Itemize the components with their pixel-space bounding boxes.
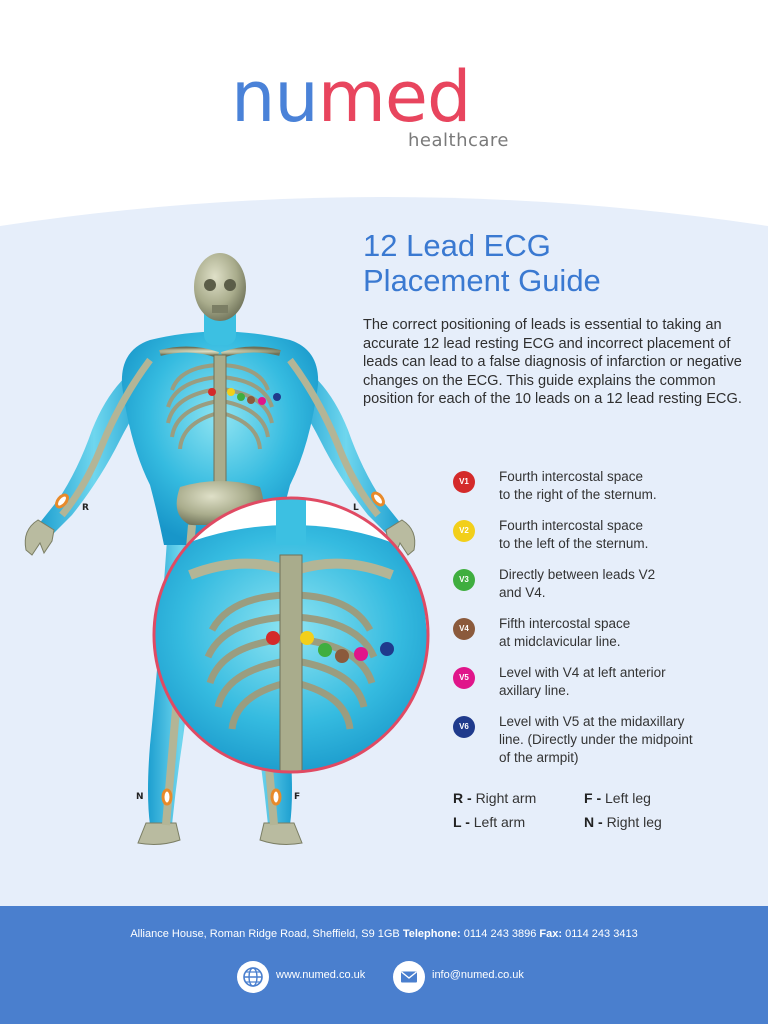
electrode-f bbox=[270, 788, 282, 806]
footer-fax: 0114 243 3413 bbox=[565, 928, 638, 940]
logo: numed healthcare bbox=[0, 55, 768, 165]
email-link[interactable]: info@numed.co.uk bbox=[432, 969, 524, 981]
envelope-icon bbox=[393, 961, 425, 993]
limb-right-leg: N - Right leg bbox=[584, 814, 662, 830]
label-l: L bbox=[353, 503, 359, 513]
limb-right-arm: R - Right arm bbox=[453, 790, 537, 806]
label-f: F bbox=[294, 792, 300, 802]
skull bbox=[194, 253, 246, 321]
right-hand bbox=[24, 519, 55, 556]
electrode-n bbox=[161, 788, 173, 806]
logo-nu: nu bbox=[231, 56, 319, 138]
electrode-l bbox=[371, 491, 385, 507]
label-n: N bbox=[136, 792, 144, 802]
label-r: R bbox=[82, 503, 89, 513]
logo-wordmark: numed bbox=[231, 55, 472, 139]
logo-med: med bbox=[317, 56, 472, 138]
footer-phone[interactable]: 0114 243 3896 bbox=[463, 928, 537, 940]
chest-zoom-circle bbox=[152, 496, 430, 774]
lead-badge-v3: V3 bbox=[453, 569, 475, 591]
lead-badge-v5: V5 bbox=[453, 667, 475, 689]
intro-paragraph: The correct positioning of leads is esse… bbox=[363, 317, 742, 407]
footer-address: Alliance House, Roman Ridge Road, Sheffi… bbox=[130, 928, 400, 940]
zoom-electrode-v5 bbox=[354, 647, 368, 661]
electrode-r bbox=[55, 493, 69, 509]
limb-left-arm: L - Left arm bbox=[453, 814, 526, 830]
title-line-2: Placement Guide bbox=[363, 263, 601, 298]
logo-tagline: healthcare bbox=[408, 130, 509, 151]
globe-icon bbox=[237, 961, 269, 993]
zoom-electrode-v4 bbox=[335, 649, 349, 663]
page-title: 12 Lead ECG Placement Guide bbox=[363, 228, 753, 298]
zoom-electrode-v2 bbox=[300, 631, 314, 645]
footer-email[interactable]: info@numed.co.uk bbox=[393, 961, 563, 993]
right-foot bbox=[137, 822, 181, 845]
lead-badge-v2: V2 bbox=[453, 520, 475, 542]
footer-phone-label: Telephone: bbox=[402, 928, 461, 940]
body-figure: R L N F bbox=[24, 253, 430, 845]
limb-left-leg: F - Left leg bbox=[584, 790, 651, 806]
zoom-electrode-v3 bbox=[318, 643, 332, 657]
footer-website[interactable]: www.numed.co.uk bbox=[237, 961, 397, 993]
lead-badge-v4: V4 bbox=[453, 618, 475, 640]
footer-fax-label: Fax: bbox=[539, 928, 563, 940]
zoom-electrode-v6 bbox=[380, 642, 394, 656]
left-foot bbox=[259, 822, 303, 845]
lead-badge-v6: V6 bbox=[453, 716, 475, 738]
title-line-1: 12 Lead ECG bbox=[363, 228, 551, 263]
footer: Alliance House, Roman Ridge Road, Sheffi… bbox=[0, 906, 768, 1024]
chest-electrodes-small bbox=[208, 388, 281, 405]
lead-badge-v1: V1 bbox=[453, 471, 475, 493]
footer-address-line: Alliance House, Roman Ridge Road, Sheffi… bbox=[0, 928, 768, 940]
website-link[interactable]: www.numed.co.uk bbox=[276, 969, 366, 981]
zoom-electrode-v1 bbox=[266, 631, 280, 645]
